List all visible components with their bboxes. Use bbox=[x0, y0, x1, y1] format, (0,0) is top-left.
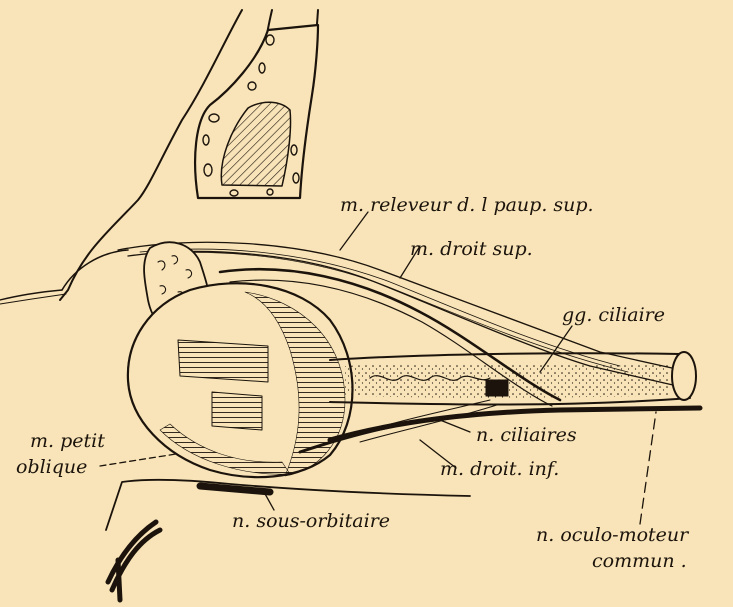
globe-band-2 bbox=[212, 392, 262, 430]
label-ciliaire: gg. ciliaire bbox=[562, 306, 665, 325]
maxilla-line bbox=[108, 522, 160, 600]
label-petit-oblique-2: oblique bbox=[16, 458, 87, 477]
globe-band bbox=[178, 340, 268, 382]
skin-line bbox=[0, 290, 62, 300]
label-ciliaires: n. ciliaires bbox=[476, 426, 577, 445]
eyelid-contour bbox=[62, 250, 128, 290]
ciliary-ganglion bbox=[486, 380, 508, 396]
label-sous-orbitaire: n. sous-orbitaire bbox=[232, 512, 390, 531]
label-droit-sup: m. droit sup. bbox=[410, 240, 533, 259]
label-oculo-moteur-1: n. oculo-moteur bbox=[536, 526, 688, 545]
label-droit-inf: m. droit. inf. bbox=[440, 460, 559, 479]
label-releveur: m. releveur d. l paup. sup. bbox=[340, 196, 594, 215]
label-oculo-moteur-2: commun . bbox=[592, 552, 687, 571]
label-petit-oblique-1: m. petit bbox=[30, 432, 105, 451]
optic-nerve-end bbox=[672, 352, 696, 400]
skin-line-2 bbox=[0, 294, 66, 304]
